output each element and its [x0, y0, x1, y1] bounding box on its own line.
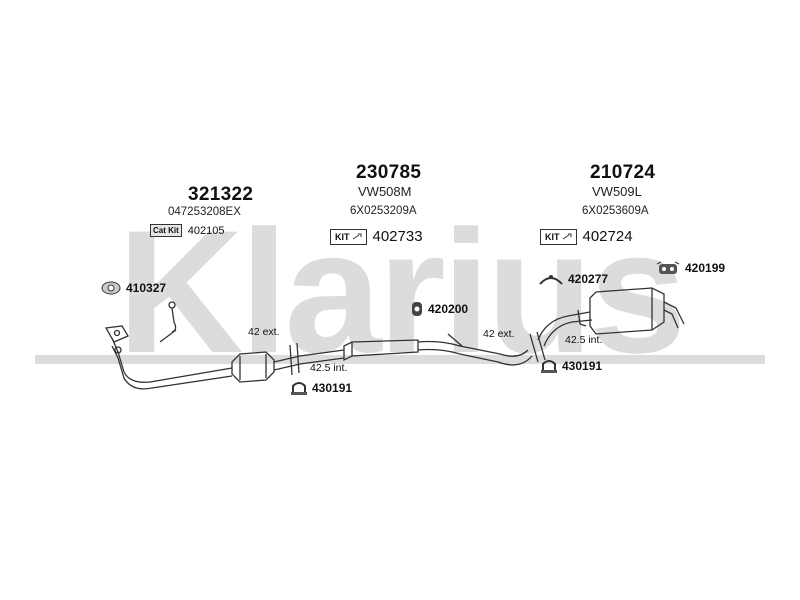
kit-number: 402105	[187, 224, 225, 237]
kit-row: KIT 402733	[330, 228, 423, 245]
gasket-icon	[101, 281, 121, 295]
middle-silencer	[343, 339, 419, 362]
note-left-int: 42.5 int.	[310, 362, 348, 374]
hanger-bracket-icon	[539, 275, 563, 285]
vw-code: VW508M	[358, 184, 412, 199]
rear-silencer	[589, 287, 665, 335]
catalytic-converter	[231, 351, 275, 383]
part-number-321322: 321322	[188, 184, 254, 205]
front-downpipe	[111, 337, 233, 383]
kit-number: 402724	[582, 228, 633, 245]
kit-row: KIT 402724	[540, 228, 633, 245]
part-420199: 420199	[655, 260, 725, 276]
kit-icon: KIT	[330, 228, 367, 245]
cat-kit-row: Cat Kit 402105	[150, 224, 225, 237]
note-right-int: 42.5 int.	[565, 334, 603, 346]
part-number-210724: 210724	[590, 162, 656, 183]
wrench-icon	[352, 233, 361, 239]
cat-kit-icon: Cat Kit	[150, 224, 182, 237]
note-right-ext: 42 ext.	[483, 328, 515, 340]
rubber-hanger-icon	[656, 261, 680, 274]
part-430191-right: 430191	[540, 358, 602, 374]
rubber-mount-icon	[412, 302, 422, 316]
oem-number: 6X0253609A	[582, 205, 649, 217]
clamp-icon	[291, 382, 307, 395]
oem-number: 6X0253209A	[350, 205, 417, 217]
part-430191-left: 430191	[290, 380, 352, 396]
clamp-icon	[541, 360, 557, 373]
part-420200: 420200	[410, 300, 468, 318]
front-flange	[104, 325, 129, 343]
oem-number: 047253208EX	[168, 206, 241, 218]
part-410327: 410327	[100, 280, 166, 296]
kit-icon: KIT	[540, 228, 577, 245]
part-number-230785: 230785	[356, 162, 422, 183]
note-left-ext: 42 ext.	[248, 326, 280, 338]
part-420277: 420277	[538, 272, 608, 286]
wrench-icon	[562, 233, 571, 239]
kit-number: 402733	[372, 228, 423, 245]
vw-code: VW509L	[592, 184, 642, 199]
